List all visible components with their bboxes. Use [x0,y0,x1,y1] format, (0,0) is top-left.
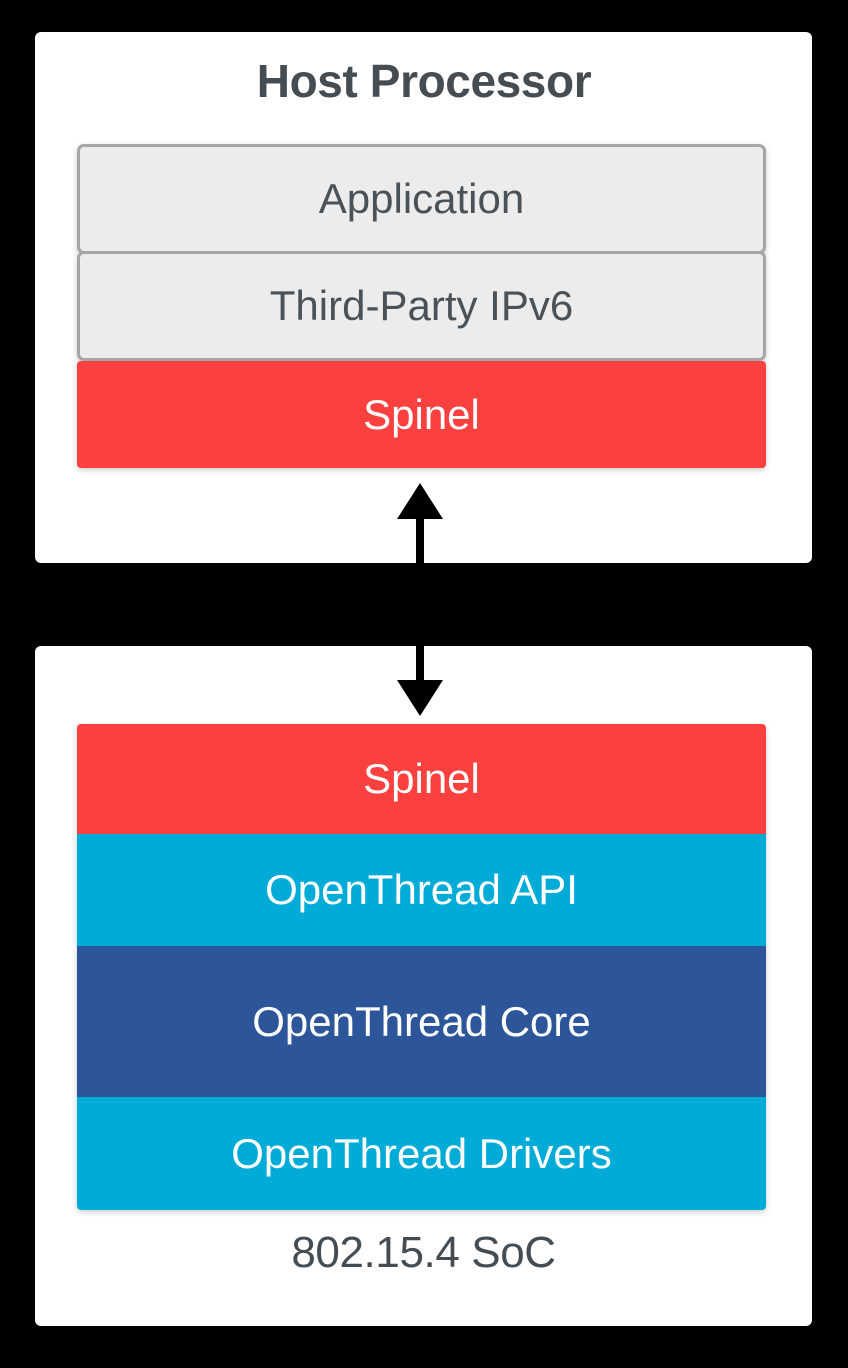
soc-layer-stack: Spinel OpenThread API OpenThread Core Op… [77,724,766,1210]
layer-openthread-api-label: OpenThread API [265,866,578,913]
soc-panel-title: 802.15.4 SoC [291,1228,556,1277]
host-processor-title: Host Processor [256,55,592,107]
host-layer-stack: Application Third-Party IPv6 Spinel [77,144,766,468]
layer-openthread-api[interactable]: OpenThread API [77,834,766,946]
layer-soc-spinel[interactable]: Spinel [77,724,766,834]
layer-openthread-core-label: OpenThread Core [252,997,591,1045]
layer-application[interactable]: Application [77,144,766,254]
layer-application-label: Application [318,175,525,222]
layer-openthread-drivers[interactable]: OpenThread Drivers [77,1097,766,1210]
layer-openthread-core[interactable]: OpenThread Core [77,946,766,1097]
layer-host-spinel-label: Spinel [363,390,480,438]
layer-openthread-drivers-label: OpenThread Drivers [231,1129,612,1177]
layer-third-party-ipv6-label: Third-Party IPv6 [269,282,574,329]
layer-host-spinel[interactable]: Spinel [77,361,766,468]
layer-soc-spinel-label: Spinel [363,755,480,802]
layer-third-party-ipv6[interactable]: Third-Party IPv6 [77,251,766,361]
